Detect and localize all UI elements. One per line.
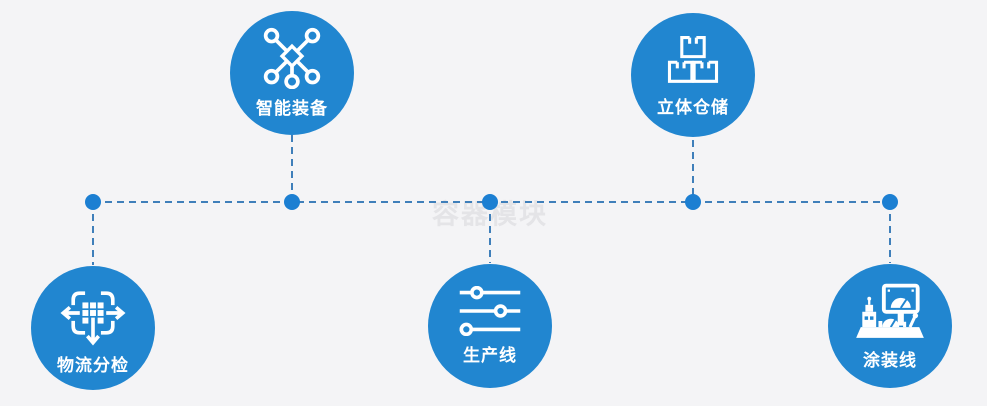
node-logistics-sorting[interactable]: 物流分检 xyxy=(31,266,155,390)
node-production-line[interactable]: 生产线 xyxy=(428,264,552,388)
node-label: 智能装备 xyxy=(256,99,328,118)
stacked-boxes-icon xyxy=(665,32,721,88)
junction-dot xyxy=(284,194,300,210)
node-painting-line[interactable]: 涂装线 xyxy=(828,264,952,388)
node-warehouse[interactable]: 立体仓储 xyxy=(631,13,755,137)
junction-dot xyxy=(685,194,701,210)
node-label: 涂装线 xyxy=(863,351,917,370)
junction-dot xyxy=(882,194,898,210)
network-nodes-icon xyxy=(260,27,324,90)
node-label: 生产线 xyxy=(463,346,517,365)
junction-dot xyxy=(85,194,101,210)
sliders-icon xyxy=(457,285,523,337)
sorting-arrows-icon xyxy=(60,280,126,346)
junction-dot xyxy=(482,194,498,210)
node-smart-equipment[interactable]: 智能装备 xyxy=(230,11,354,135)
paint-console-icon xyxy=(851,281,929,341)
node-label: 立体仓储 xyxy=(657,98,729,117)
node-label: 物流分检 xyxy=(57,356,129,375)
